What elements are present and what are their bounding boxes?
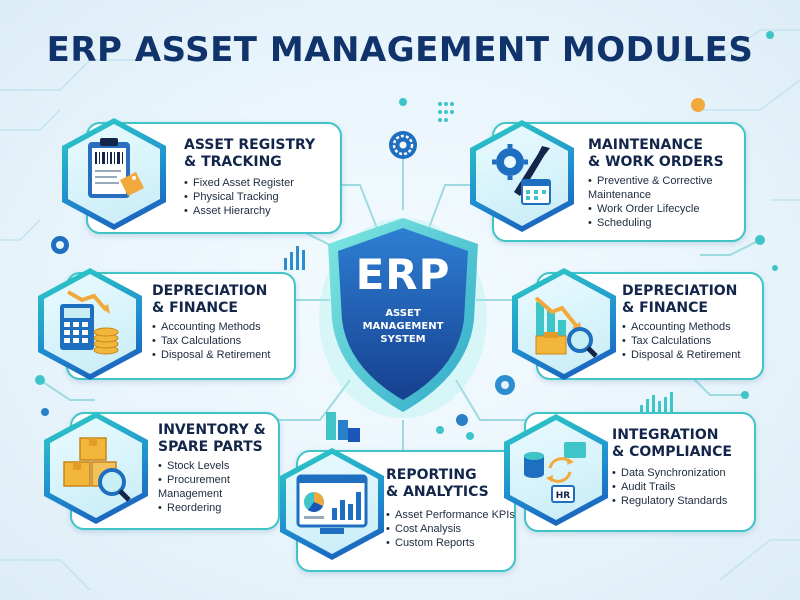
module-title-line: & TRACKING xyxy=(184,154,282,170)
module-title-line: INTEGRATION xyxy=(612,427,719,443)
erp-subtitle-line: ASSET xyxy=(385,308,421,319)
list-item-text: Work Order Lifecycle xyxy=(597,203,700,215)
list-item: •Asset Hierarchy xyxy=(184,205,271,217)
list-item-text: Regulatory Standards xyxy=(621,495,728,507)
list-item-text: Reordering xyxy=(167,502,222,514)
list-item: •Physical Tracking xyxy=(184,191,279,203)
module-title-line: DEPRECIATION xyxy=(622,283,738,299)
module-title-line: REPORTING xyxy=(386,467,477,483)
list-item-text: Tax Calculations xyxy=(631,335,712,347)
list-item: •Tax Calculations xyxy=(622,335,712,347)
list-item-text: Preventive & Corrective xyxy=(597,175,713,187)
module-title: DEPRECIATION & FINANCE xyxy=(152,283,267,317)
list-item: •Reordering xyxy=(158,502,222,514)
module-title: DEPRECIATION & FINANCE xyxy=(622,283,737,317)
list-item: •Preventive & Corrective xyxy=(588,175,713,187)
list-item-text: Accounting Methods xyxy=(631,321,731,333)
list-item: •Regulatory Standards xyxy=(612,495,728,507)
hr-label: HR xyxy=(556,491,571,501)
list-item-text: Data Synchronization xyxy=(621,467,726,479)
gear-icon xyxy=(389,131,417,159)
list-item-text: Custom Reports xyxy=(395,537,475,549)
list-item: •Cost Analysis xyxy=(386,523,462,535)
list-item: Management xyxy=(158,487,230,501)
list-item: •Audit Trails xyxy=(612,481,676,493)
boxes-magnifier-icon xyxy=(63,437,131,502)
list-item-text: Audit Trails xyxy=(621,481,676,493)
list-item-text: Scheduling xyxy=(597,217,652,229)
module-title-line: & FINANCE xyxy=(152,300,238,316)
clipboard-barcode-icon xyxy=(88,138,144,198)
module-title: MAINTENANCE & WORK ORDERS xyxy=(588,137,724,171)
module-title-line: INVENTORY & xyxy=(158,422,266,438)
list-item: •Accounting Methods xyxy=(152,321,261,333)
list-item-text: Tax Calculations xyxy=(161,335,242,347)
calculator-coins-icon xyxy=(60,290,119,355)
wrench-gear-calendar-icon xyxy=(492,144,551,205)
module-item-list: •Fixed Asset Register •Physical Tracking… xyxy=(184,176,294,218)
module-title-line: & ANALYTICS xyxy=(386,484,489,500)
module-title: REPORTING & ANALYTICS xyxy=(386,467,489,501)
module-item-list: •Accounting Methods •Tax Calculations •D… xyxy=(622,320,740,362)
module-item-list: •Accounting Methods •Tax Calculations •D… xyxy=(152,320,270,362)
list-item-text: Disposal & Retirement xyxy=(631,349,741,361)
module-title: INVENTORY & SPARE PARTS xyxy=(158,422,266,456)
erp-subtitle-line: SYSTEM xyxy=(380,334,426,345)
module-title: INTEGRATION & COMPLIANCE xyxy=(612,427,732,461)
module-title-line: & COMPLIANCE xyxy=(612,444,732,460)
list-item-text: Asset Performance KPIs xyxy=(395,509,515,521)
list-item: Maintenance xyxy=(588,188,713,202)
declining-chart-magnifier-icon xyxy=(534,296,598,358)
erp-label: ERP xyxy=(355,250,451,299)
list-item-text: Disposal & Retirement xyxy=(161,349,271,361)
list-item: •Work Order Lifecycle xyxy=(588,203,700,215)
list-item-text: Asset Hierarchy xyxy=(193,205,271,217)
list-item: •Disposal & Retirement xyxy=(152,349,271,361)
list-item: •Tax Calculations xyxy=(152,335,242,347)
module-title-line: & WORK ORDERS xyxy=(588,154,724,170)
list-item: •Custom Reports xyxy=(386,537,475,549)
page-title: ERP ASSET MANAGEMENT MODULES xyxy=(46,30,754,70)
list-item: •Fixed Asset Register xyxy=(184,177,294,189)
bar-chart-icon xyxy=(284,246,305,270)
list-item: •Data Synchronization xyxy=(612,467,726,479)
module-item-list: •Preventive & Corrective Maintenance •Wo… xyxy=(588,174,713,230)
module-title: ASSET REGISTRY & TRACKING xyxy=(184,137,315,171)
list-item-text: Procurement xyxy=(167,474,230,486)
list-item-text: Fixed Asset Register xyxy=(193,177,294,189)
bar-chart-icon-right xyxy=(640,392,673,415)
dots-grid-icon xyxy=(438,102,454,122)
list-item: •Scheduling xyxy=(588,217,652,229)
list-item-text: Maintenance xyxy=(588,189,651,201)
erp-subtitle: ASSET MANAGEMENT SYSTEM xyxy=(318,307,488,346)
module-title-line: MAINTENANCE xyxy=(588,137,703,153)
list-item: •Procurement xyxy=(158,474,230,486)
list-item-text: Management xyxy=(158,488,223,500)
gear-icon-small-center xyxy=(495,375,515,395)
list-item: •Asset Performance KPIs xyxy=(386,509,515,521)
stacked-bars-icon xyxy=(326,412,360,442)
list-item: •Disposal & Retirement xyxy=(622,349,741,361)
module-item-list: •Asset Performance KPIs •Cost Analysis •… xyxy=(386,508,515,550)
list-item: •Accounting Methods xyxy=(622,321,731,333)
dashboard-charts-icon xyxy=(296,474,368,534)
erp-subtitle-line: MANAGEMENT xyxy=(362,321,444,332)
list-item-text: Physical Tracking xyxy=(193,191,279,203)
module-title-line: SPARE PARTS xyxy=(158,439,263,455)
list-item-text: Cost Analysis xyxy=(395,523,462,535)
gear-icon-small-left xyxy=(51,236,69,254)
module-title-line: & FINANCE xyxy=(622,300,708,316)
list-item-text: Accounting Methods xyxy=(161,321,261,333)
list-item: •Stock Levels xyxy=(158,460,230,472)
list-item-text: Stock Levels xyxy=(167,460,230,472)
module-hex-asset-registry xyxy=(62,118,166,230)
module-title-line: DEPRECIATION xyxy=(152,283,268,299)
shield-icon xyxy=(319,218,487,418)
module-item-list: •Stock Levels •Procurement Management •R… xyxy=(158,459,230,515)
module-title-line: ASSET REGISTRY xyxy=(184,137,316,153)
database-sync-hr-icon: HR xyxy=(524,442,586,503)
module-item-list: •Data Synchronization •Audit Trails •Reg… xyxy=(612,466,727,508)
